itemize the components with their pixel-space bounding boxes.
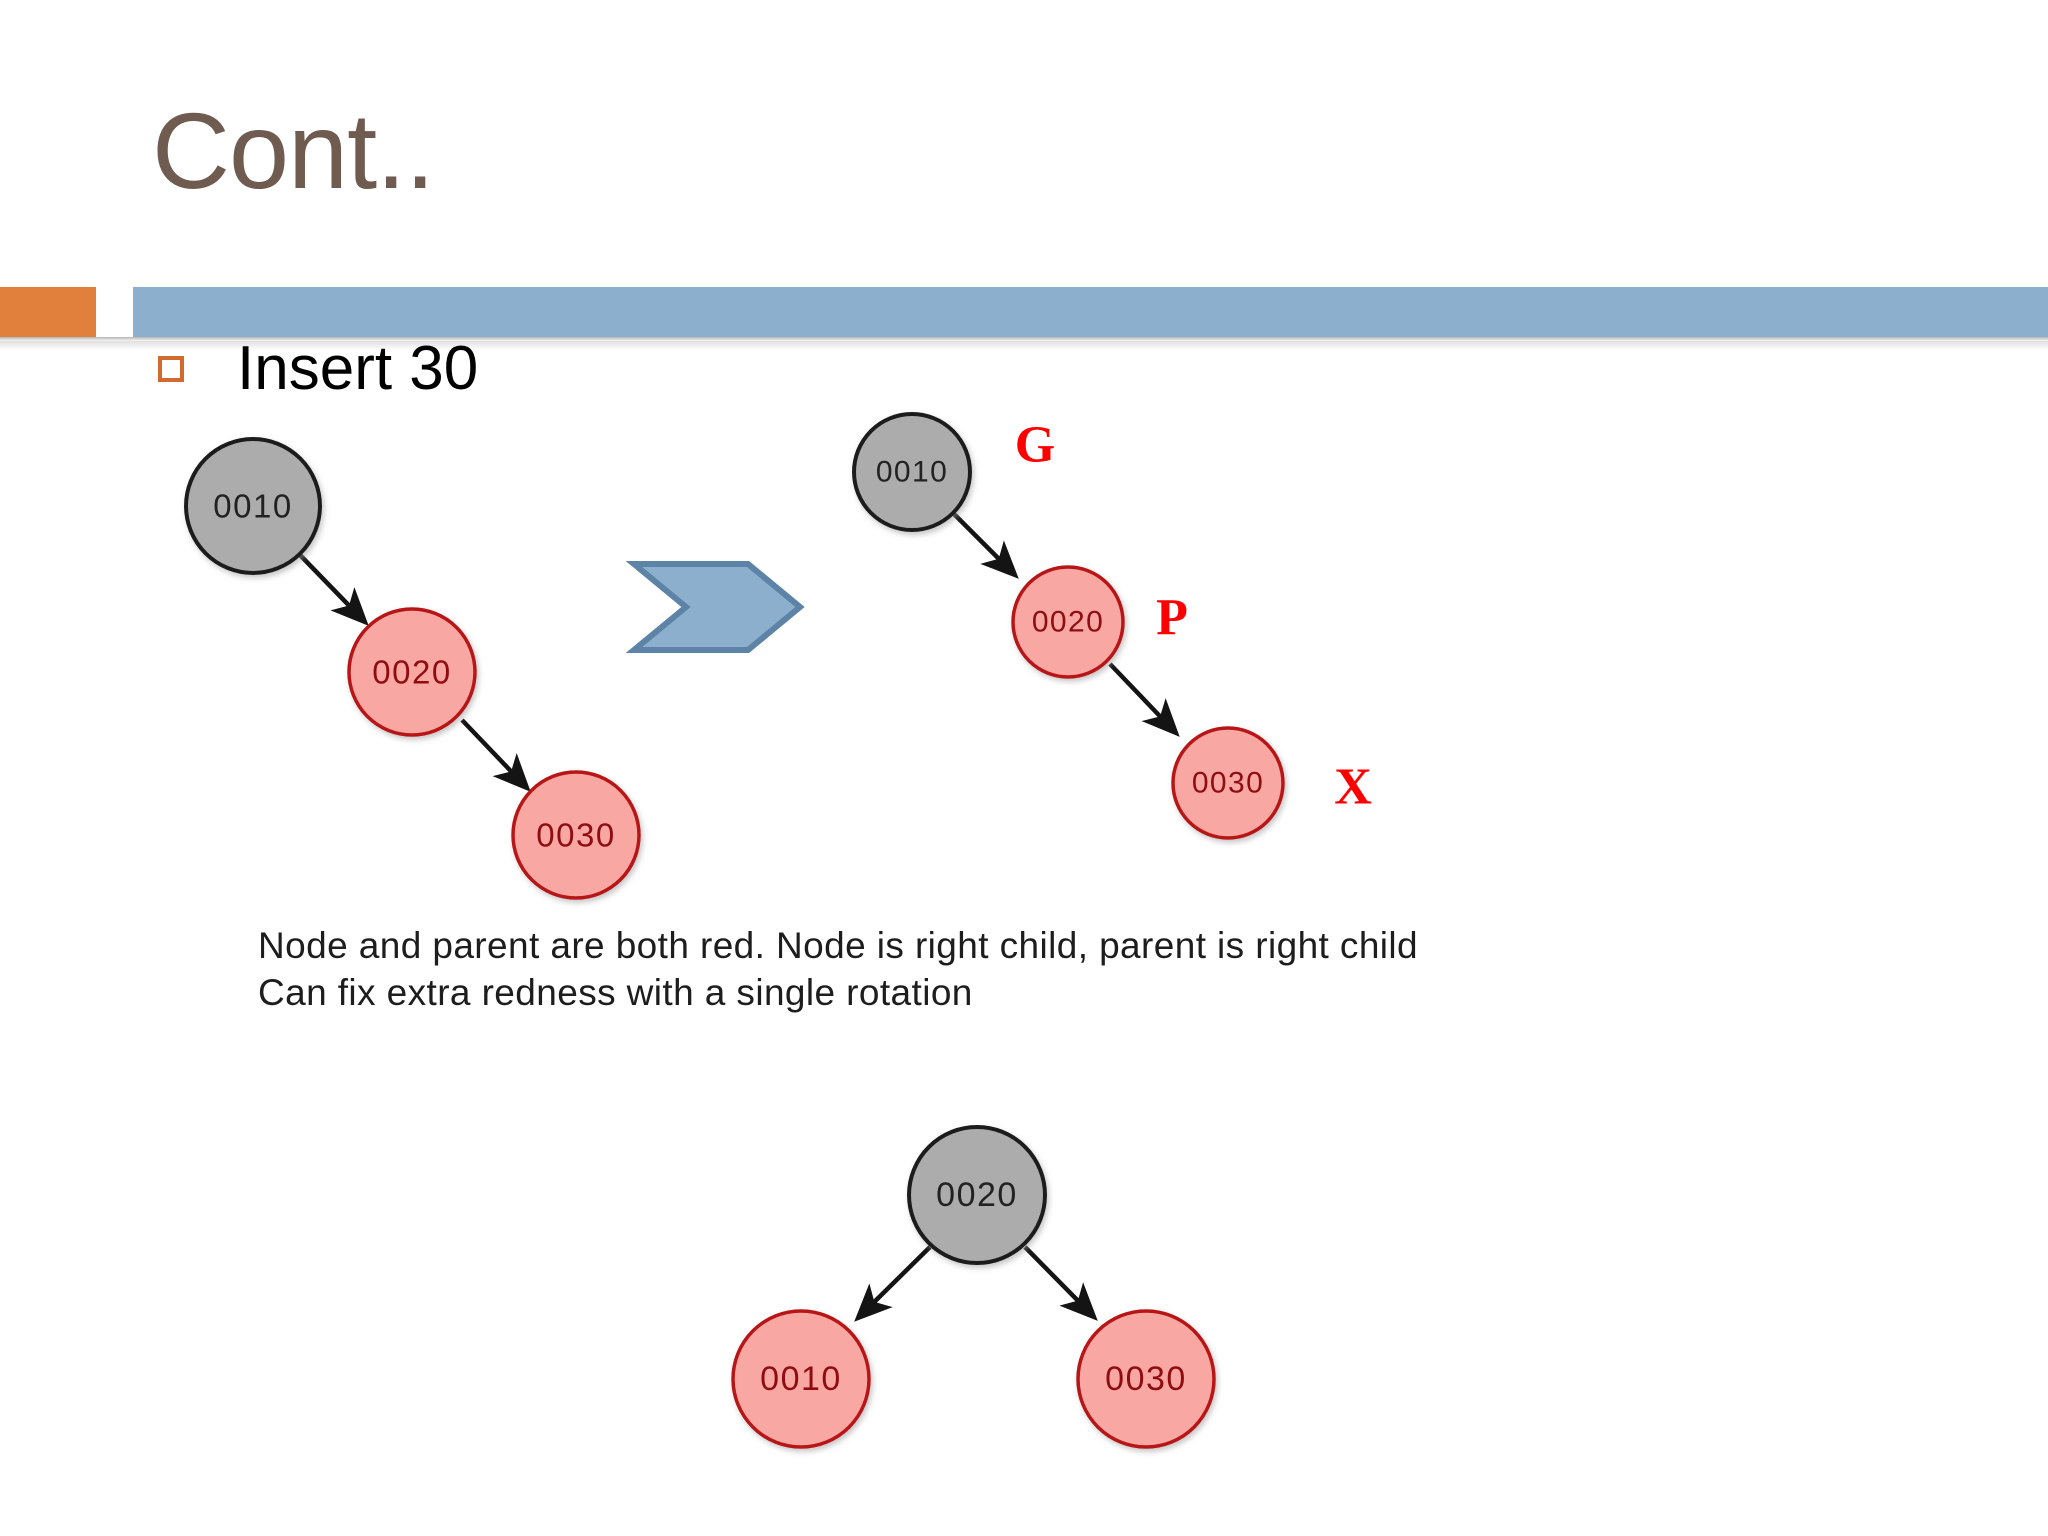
diagram-caption: Node and parent are both red. Node is ri… [258, 922, 1418, 1017]
caption-line-2: Can fix extra redness with a single rota… [258, 972, 973, 1014]
before-rotation-tree: 0010 0020 0030 [184, 437, 641, 900]
tree-node-label: 0020 [936, 1176, 1018, 1214]
hollow-square-bullet-icon [158, 356, 184, 382]
header-bar-shadow [0, 337, 2048, 341]
edge-0020-to-0010-result [854, 1245, 932, 1322]
edge-0010-to-0020-labeled [951, 511, 1019, 579]
tree-node-0020-labeled [1011, 565, 1125, 679]
after-rotation-tree: 0020 0010 0030 [731, 1125, 1216, 1449]
tree-node-label: 0010 [213, 488, 292, 525]
tree-node-label: 0030 [1192, 767, 1264, 800]
header-blue-bar [133, 287, 2048, 337]
content-clip-strip [0, 404, 2048, 412]
chevron-arrow-icon [625, 561, 805, 653]
edge-0020-to-0030-result [1023, 1245, 1098, 1321]
tree-node-label: 0030 [1105, 1360, 1187, 1398]
tree-node-label: 0020 [372, 654, 451, 691]
tree-node-0010-labeled [852, 412, 972, 532]
edge-0020-to-0030-labeled [1108, 662, 1180, 737]
tree-node-0020-before [347, 607, 477, 737]
tree-node-label: 0030 [536, 817, 615, 854]
tree-node-0010-result [731, 1309, 871, 1449]
labeled-tree: 0010 0020 0030 G P X [852, 412, 1372, 840]
tree-node-0030-before [511, 770, 641, 900]
tree-node-0030-labeled [1171, 726, 1285, 840]
header-bar-shadow-soft [0, 341, 2048, 350]
page-title: Cont.. [152, 90, 435, 211]
header-orange-accent [0, 287, 96, 337]
bullet-item-insert-30: Insert 30 [158, 336, 478, 401]
annotation-node: X [1334, 759, 1372, 816]
bullet-item-label: Insert 30 [237, 334, 479, 403]
tree-node-0010-before [184, 437, 322, 575]
tree-node-0030-result [1076, 1309, 1216, 1449]
annotation-grandparent: G [1015, 417, 1055, 474]
tree-node-label: 0010 [760, 1360, 842, 1398]
tree-node-0020-result [907, 1125, 1047, 1265]
tree-node-label: 0010 [876, 456, 948, 489]
annotation-parent: P [1156, 590, 1188, 647]
edge-0010-to-0020 [298, 553, 369, 626]
tree-node-label: 0020 [1032, 606, 1104, 639]
edge-0020-to-0030 [460, 718, 531, 792]
caption-line-1: Node and parent are both red. Node is ri… [258, 925, 1419, 966]
